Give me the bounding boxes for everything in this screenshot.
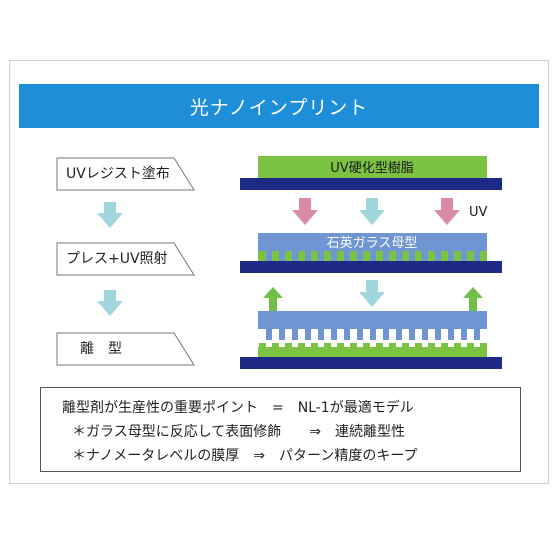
resin-ridge — [285, 343, 292, 347]
mold-tooth — [331, 251, 337, 261]
title-banner: 光ナノインプリント — [19, 84, 539, 128]
press-arrow-icon — [359, 198, 385, 225]
step-box-shape — [56, 332, 195, 366]
mold-tooth — [448, 251, 454, 261]
mold-tooth — [409, 251, 415, 261]
substrate — [240, 261, 502, 273]
title-text: 光ナノインプリント — [189, 96, 369, 119]
mold-tooth — [292, 251, 298, 261]
mold-tooth — [357, 329, 363, 340]
mold-tooth — [396, 251, 402, 261]
resin-ridge — [298, 343, 305, 347]
imprinted-resin — [258, 343, 487, 357]
step-label: UVレジスト塗布 — [66, 166, 170, 182]
resin-ridge — [324, 343, 331, 347]
substrate — [240, 178, 502, 190]
note-line-2: ＊ガラス母型に反応して表面修飾 ⇒ 連続離型性 — [72, 424, 406, 440]
release-arrow-icon — [463, 287, 483, 311]
mold-label: 石英ガラス母型 — [327, 236, 418, 251]
mold-tooth — [383, 329, 389, 340]
mold-tooth — [461, 251, 467, 261]
mold-tooth — [318, 329, 324, 340]
resin-ridge — [311, 343, 318, 347]
resin-layer — [258, 156, 487, 178]
mold-tooth — [448, 329, 454, 340]
mold-tooth — [318, 251, 324, 261]
resin-ridge — [467, 343, 474, 347]
press-arrow-icon — [359, 280, 385, 307]
mold-tooth — [435, 251, 441, 261]
mold-tooth — [305, 251, 311, 261]
resin-ridge — [363, 343, 370, 347]
mold-tooth — [266, 251, 272, 261]
mold-tooth — [292, 329, 298, 340]
mold-tooth — [344, 251, 350, 261]
mold-tooth — [344, 329, 350, 340]
down-arrow-icon — [97, 290, 123, 316]
note-line-1: 離型剤が生産性の重要ポイント = NL-1が最適モデル — [62, 400, 414, 416]
mold-tooth — [422, 251, 428, 261]
resin-ridge — [337, 343, 344, 347]
mold-pattern — [266, 329, 480, 340]
step-label: プレス+UV照射 — [66, 251, 168, 267]
mold-tooth — [383, 251, 389, 261]
step-uv-resist-coating: UVレジスト塗布 — [56, 157, 196, 191]
mold-tooth — [474, 329, 480, 340]
mold-tooth — [331, 329, 337, 340]
down-arrow-icon — [97, 202, 123, 228]
resin-ridge — [441, 343, 448, 347]
substrate — [240, 357, 502, 369]
resin-label: UV硬化型樹脂 — [330, 161, 413, 176]
resin-ridge — [259, 343, 266, 347]
key-points-box — [40, 387, 521, 472]
mold-tooth — [370, 329, 376, 340]
mold-tooth — [370, 251, 376, 261]
release-arrow-icon — [263, 287, 283, 311]
resin-ridge — [415, 343, 422, 347]
uv-arrow-icon — [434, 198, 460, 225]
step-release: 離 型 — [56, 332, 196, 366]
mold-tooth — [305, 329, 311, 340]
mold-tooth — [422, 329, 428, 340]
resin-ridge — [272, 343, 279, 347]
mold-tooth — [266, 329, 272, 340]
note-line-3: ＊ナノメータレベルの膜厚 ⇒ パターン精度のキープ — [72, 448, 418, 464]
step-label: 離 型 — [80, 341, 122, 357]
step-press-uv-irradiation: プレス+UV照射 — [56, 242, 196, 276]
resin-ridge — [402, 343, 409, 347]
mold-tooth — [396, 329, 402, 340]
mold-tooth — [279, 251, 285, 261]
resin-ridge — [350, 343, 357, 347]
resin-ridge — [480, 343, 487, 347]
quartz-mold — [258, 233, 487, 251]
resin-ridge — [376, 343, 383, 347]
resin-base — [258, 347, 487, 357]
mold-tooth — [461, 329, 467, 340]
resin-ridge — [428, 343, 435, 347]
uv-arrow-icon — [292, 198, 318, 225]
imprinted-resin — [258, 251, 487, 261]
mold-tooth — [409, 329, 415, 340]
step-box-shape — [56, 242, 195, 276]
resin-ridge — [454, 343, 461, 347]
quartz-mold — [258, 311, 487, 329]
uv-label: UV — [469, 205, 488, 220]
mold-tooth — [474, 251, 480, 261]
resin-ridge — [389, 343, 396, 347]
mold-tooth — [279, 329, 285, 340]
mold-tooth — [357, 251, 363, 261]
step-box-shape — [56, 157, 195, 191]
mold-tooth — [435, 329, 441, 340]
